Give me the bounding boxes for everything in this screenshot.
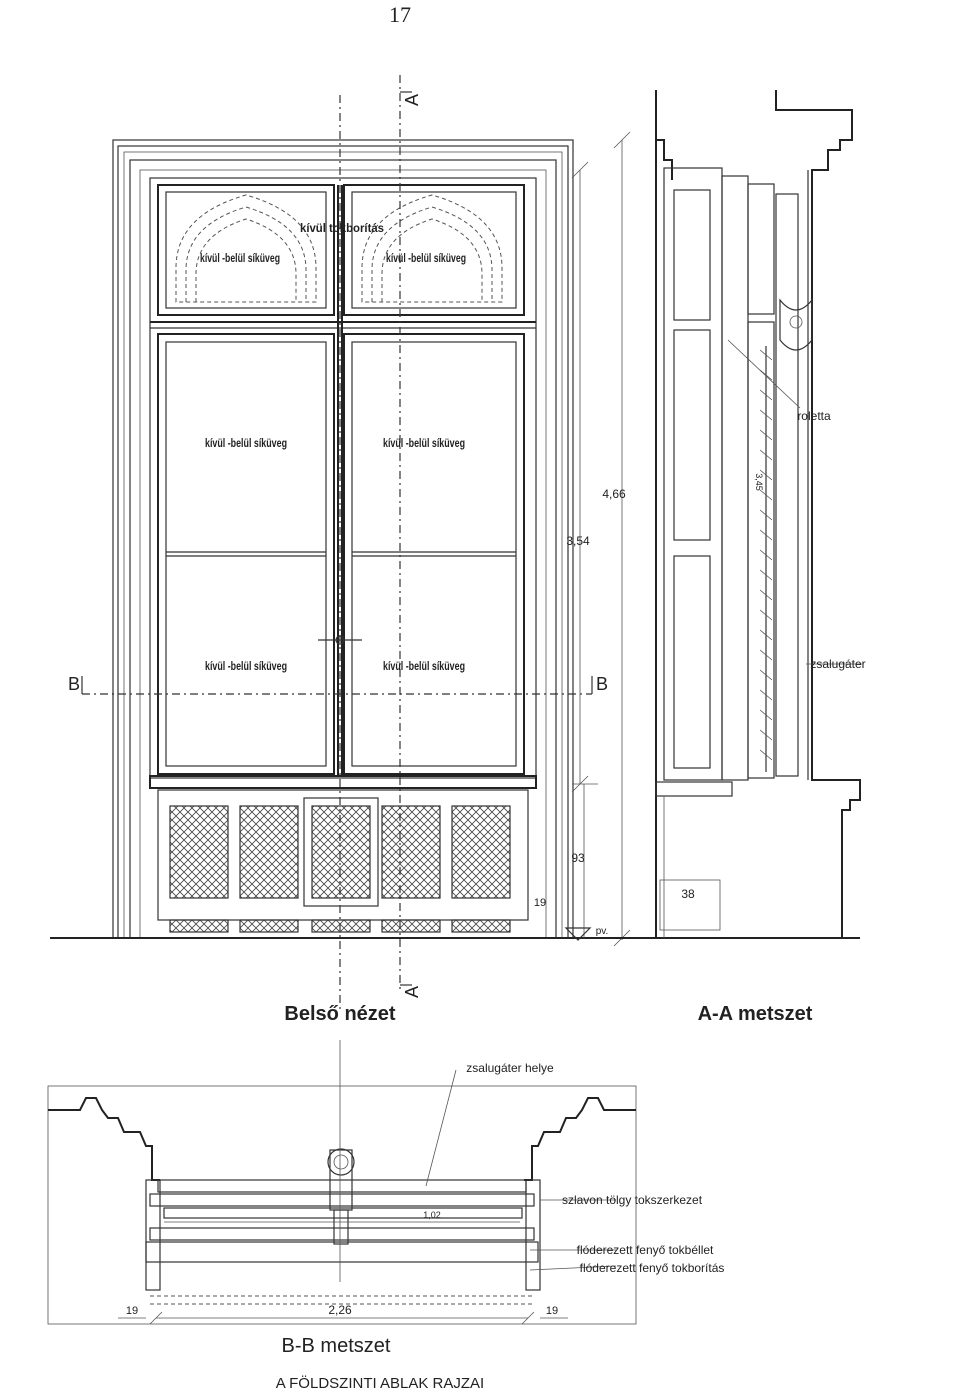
shutter-place-label: zsalugáter helye bbox=[466, 1061, 554, 1075]
dim-19-left: 19 bbox=[126, 1305, 138, 1317]
roletta-label: roletta bbox=[797, 409, 831, 423]
dim-226: 2,26 bbox=[328, 1303, 352, 1317]
dim-38: 38 bbox=[681, 887, 695, 901]
dim-102: 1,02 bbox=[423, 1210, 441, 1220]
cladding-label: flóderezett fenyő tokborítás bbox=[580, 1261, 725, 1275]
section-mark-b-left: B bbox=[68, 674, 80, 694]
zsalugater-label: zsalugáter bbox=[810, 657, 865, 671]
dim-19-elevation: 19 bbox=[534, 897, 546, 909]
shutter-slats bbox=[759, 349, 773, 761]
caption: A FÖLDSZINTI ABLAK RAJZAI bbox=[276, 1374, 484, 1392]
glass-label-mid-right: kívül -belül síküveg bbox=[383, 436, 465, 450]
dim-93: 93 bbox=[571, 851, 585, 865]
section-bb bbox=[47, 1040, 637, 1325]
dim-354: 3,54 bbox=[566, 534, 590, 548]
section-mark-a-top: A bbox=[402, 94, 422, 106]
lining-label: flóderezett fenyő tokbéllet bbox=[577, 1243, 714, 1257]
inner-view bbox=[50, 75, 640, 1010]
section-aa bbox=[620, 90, 862, 939]
glass-label-low-right: kívül -belül síküveg bbox=[383, 659, 465, 673]
frame-label: szlavon tölgy tokszerkezet bbox=[562, 1193, 703, 1207]
dim-pv: pv. bbox=[596, 926, 609, 937]
section-mark-b-right: B bbox=[596, 674, 608, 694]
dim-19-right: 19 bbox=[546, 1305, 558, 1317]
glass-label-low-left: kívül -belül síküveg bbox=[205, 659, 287, 673]
dim-466: 4,66 bbox=[602, 487, 626, 501]
dim-345: 3,45 bbox=[754, 473, 764, 491]
glass-label-top-left: kívül -belül síküveg bbox=[200, 251, 280, 265]
page-number: 17 bbox=[389, 2, 411, 27]
section-mark-a-bottom: A bbox=[402, 986, 422, 998]
title-section-bb: B-B metszet bbox=[282, 1335, 391, 1357]
glass-label-top-right: kívül -belül síküveg bbox=[386, 251, 466, 265]
title-inner-view: Belső nézet bbox=[284, 1003, 395, 1025]
glass-label-mid-left: kívül -belül síküveg bbox=[205, 436, 287, 450]
cover-label: kívül tokborítás bbox=[300, 221, 384, 235]
title-section-aa: A-A metszet bbox=[698, 1003, 813, 1025]
